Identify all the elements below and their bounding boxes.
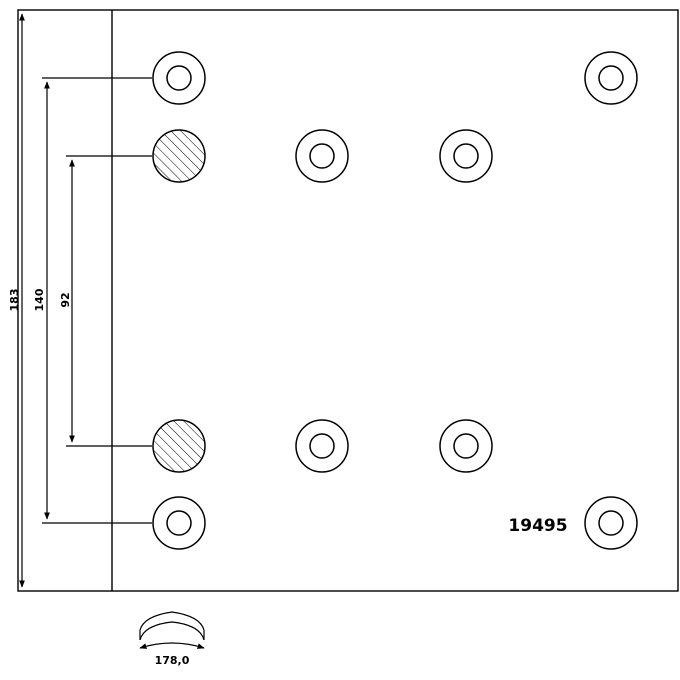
rivet-hole <box>584 51 638 105</box>
rivet-hole <box>584 496 638 550</box>
arc-length-symbol: 178,0 <box>139 611 205 667</box>
rivet-hole <box>439 419 493 473</box>
rivet-hole <box>152 496 206 550</box>
lining-outline <box>17 9 679 592</box>
hatched-hole <box>152 129 206 183</box>
rivet-hole <box>152 51 206 105</box>
rivet-hole <box>295 129 349 183</box>
part-number: 19495 <box>508 516 567 536</box>
arc-length-label: 178,0 <box>155 654 190 667</box>
outer-hole-spacing-dimension: 140 <box>33 77 152 524</box>
overall-height-dimension: 183 <box>8 13 25 588</box>
hatched-hole <box>152 419 206 473</box>
inner-hole-spacing-label: 92 <box>59 292 72 307</box>
inner-hole-spacing-dimension: 92 <box>59 155 152 447</box>
rivet-hole <box>295 419 349 473</box>
rivet-hole <box>439 129 493 183</box>
overall-height-label: 183 <box>8 289 21 312</box>
outer-hole-spacing-label: 140 <box>33 288 46 311</box>
